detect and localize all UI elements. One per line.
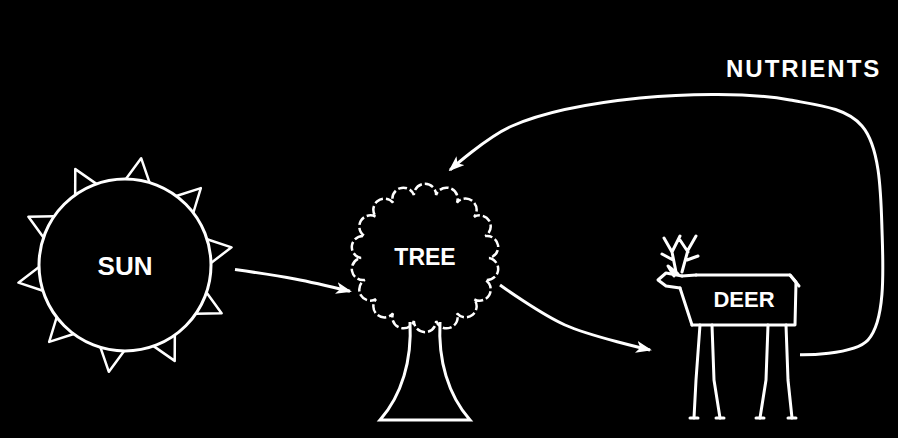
deer-tail (790, 275, 799, 286)
sun-rays (18, 158, 231, 372)
node-label: SUN (98, 252, 153, 281)
deer-legs (694, 325, 792, 418)
sun-circle: SUN (15, 150, 235, 380)
tree-trunk (380, 322, 470, 420)
deer-neck (680, 275, 696, 325)
deer-figure-outline (650, 230, 800, 425)
deer-antlers (662, 236, 698, 272)
node-label: TREE (394, 245, 455, 270)
flow-arrow (235, 270, 350, 292)
tree-canopy (352, 184, 498, 332)
node-label: DEER (713, 288, 774, 312)
sun-disc (39, 179, 211, 351)
deer-figure: DEER (650, 230, 800, 425)
flow-arrow (500, 285, 650, 350)
deer-body (692, 275, 796, 325)
tree-shape-outline (350, 170, 500, 428)
flow-arrow (450, 94, 883, 354)
deer-hooves (690, 417, 796, 420)
edge-label: NUTRIENTS (722, 56, 885, 82)
tree-shape: TREE (350, 170, 500, 428)
